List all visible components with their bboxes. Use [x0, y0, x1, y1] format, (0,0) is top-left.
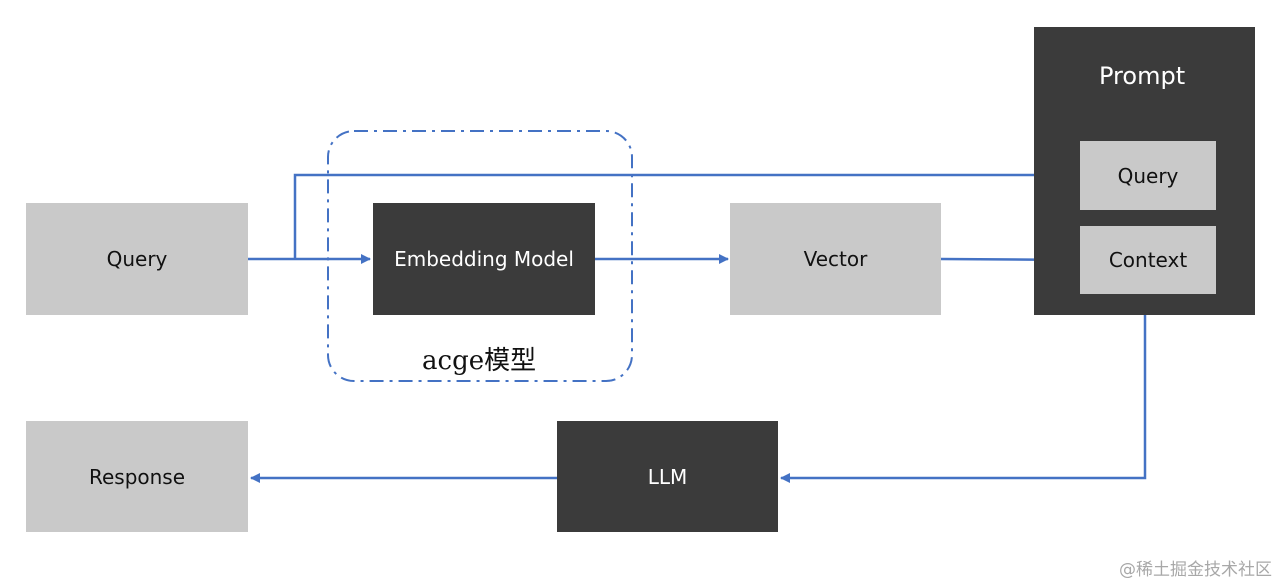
- embedding-model-node: Embedding Model: [373, 203, 595, 315]
- llm-node: LLM: [557, 421, 778, 532]
- prompt-query-node: Query: [1080, 141, 1216, 210]
- llm-node-label: LLM: [647, 464, 688, 489]
- watermark: @稀土掘金技术社区: [1119, 560, 1272, 580]
- vector-node: Vector: [730, 203, 941, 315]
- edge-query-prompt-query: [293, 170, 1078, 259]
- acge-group-label: acge模型: [422, 346, 537, 376]
- prompt-title: Prompt: [1099, 62, 1186, 90]
- acge-group-outline: [327, 130, 633, 382]
- query-node: Query: [26, 203, 248, 315]
- prompt-context-node: Context: [1080, 226, 1216, 294]
- embedding-model-label: Embedding Model: [394, 247, 574, 271]
- query-node-label: Query: [106, 247, 168, 271]
- vector-node-label: Vector: [803, 247, 868, 271]
- response-node: Response: [26, 421, 248, 532]
- prompt-context-label: Context: [1108, 248, 1188, 272]
- edge-prompt-llm: [780, 315, 1147, 483]
- response-node-label: Response: [88, 464, 186, 489]
- prompt-query-label: Query: [1117, 163, 1179, 188]
